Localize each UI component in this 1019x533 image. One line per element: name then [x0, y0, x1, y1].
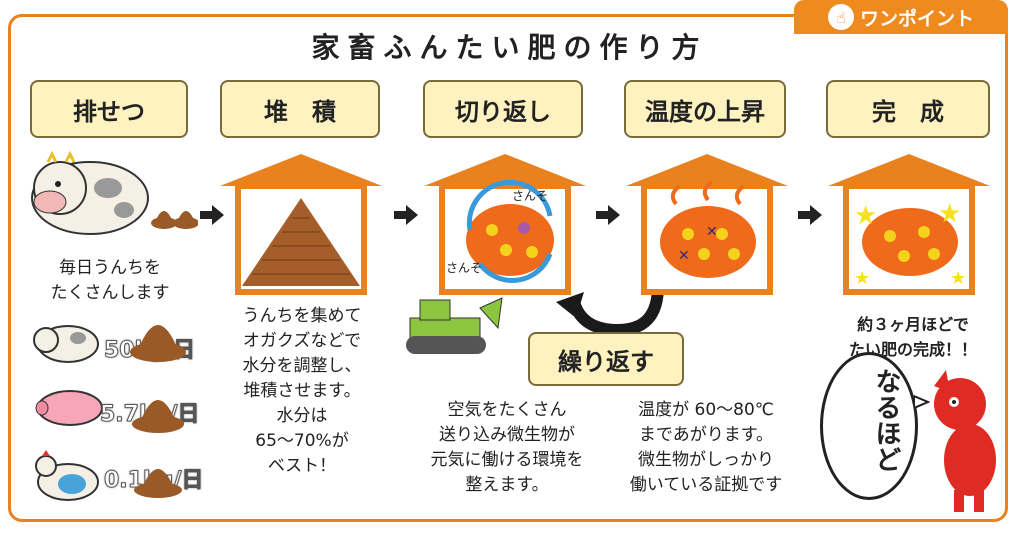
complete-house: ★ ★ ★ ★	[828, 154, 990, 295]
arrow-right-icon	[200, 205, 224, 225]
pig-icon	[35, 390, 103, 426]
arrow-right-icon	[394, 205, 418, 225]
svg-text:✕: ✕	[706, 224, 718, 240]
svg-text:★: ★	[938, 199, 961, 229]
step-turning: 切り返し	[423, 80, 583, 138]
cow-small-icon	[33, 325, 99, 363]
speech-text: なるほど	[871, 368, 901, 472]
svg-text:✕: ✕	[678, 248, 690, 264]
step-pile: 堆 積	[220, 80, 380, 138]
speech-bubble-tail	[914, 394, 930, 410]
onepoint-badge: ☝ ワンポイント	[794, 0, 1008, 34]
repeat-arrow-icon	[556, 285, 664, 337]
bulldozer-icon	[406, 297, 503, 354]
pointing-hand-icon: ☝	[827, 4, 854, 30]
svg-text:★: ★	[854, 268, 870, 289]
svg-text:★: ★	[950, 268, 966, 289]
temperature-text: 温度が 60〜80℃ まであがります。 微生物がしっかり 働いている証拠です	[629, 400, 783, 495]
pile-text: うんちを集めて オガクズなどで 水分を調整し、 堆積させます。 水分は 65〜7…	[242, 306, 362, 476]
oxygen-label-1: さんそ	[512, 189, 549, 203]
cow-illustration	[31, 150, 198, 235]
arrow-right-icon	[596, 205, 620, 225]
oxygen-label-2: さんそ	[446, 261, 483, 275]
repeat-label: 繰り返す	[528, 332, 684, 386]
arrow-right-icon	[798, 205, 822, 225]
turning-house	[424, 154, 586, 295]
temperature-house: ✕ ✕	[626, 154, 788, 295]
excretion-text: 毎日うんちを たくさんします	[50, 258, 170, 303]
turning-text: 空気をたくさん 送り込み微生物が 元気に働ける環境を 整えます。	[430, 400, 584, 495]
chicken-icon	[35, 450, 99, 501]
svg-text:★: ★	[854, 201, 877, 231]
step-complete: 完 成	[826, 80, 990, 138]
page-title: 家畜ふんたい肥の作り方	[311, 31, 708, 64]
speech-bubble	[820, 352, 918, 500]
step-temperature-rise: 温度の上昇	[624, 80, 786, 138]
pile-house	[220, 154, 382, 295]
manure-piles	[130, 325, 186, 498]
onepoint-label: ワンポイント	[859, 7, 974, 30]
step-excretion: 排せつ	[30, 80, 188, 138]
mascot-illustration	[934, 370, 996, 512]
